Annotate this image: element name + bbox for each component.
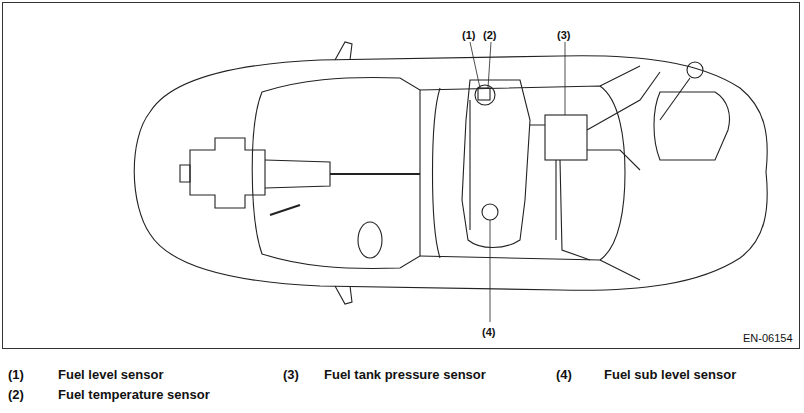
- frame: [3, 3, 800, 349]
- legend-number: (1): [8, 367, 24, 382]
- part-name: Fuel temperature sensor: [58, 387, 210, 402]
- car-body: [134, 56, 767, 291]
- seat-line: [433, 88, 441, 258]
- legend-number: (2): [8, 387, 24, 402]
- part-name: Fuel tank pressure sensor: [324, 367, 486, 382]
- transmission: [180, 160, 330, 188]
- pillar: [600, 66, 640, 280]
- callout-number: (3): [557, 28, 570, 43]
- legend-number: (4): [556, 367, 572, 382]
- canister: [545, 115, 587, 160]
- filler-pipe: [660, 78, 690, 120]
- legend-number: (3): [283, 367, 299, 382]
- part-name: Fuel level sensor: [58, 367, 164, 382]
- temperature-sensor-unit: [478, 88, 490, 100]
- cabin-outline: [252, 78, 420, 269]
- mirror: [335, 42, 352, 60]
- leader-line: [470, 42, 565, 322]
- mirror: [335, 286, 352, 304]
- console: [358, 222, 382, 258]
- part-name: Fuel sub level sensor: [604, 367, 736, 382]
- fuel-tank: [462, 80, 530, 248]
- level-sensor-unit: [475, 85, 495, 105]
- callout-number: (2): [483, 28, 496, 43]
- propeller-shaft: [330, 173, 420, 175]
- trunk-opening: [654, 92, 729, 160]
- figure-code: EN-06154: [743, 331, 793, 346]
- callout-number: (1): [462, 28, 475, 43]
- engine: [190, 138, 265, 208]
- callout-number: (4): [482, 325, 495, 340]
- filler: [687, 62, 703, 78]
- sub-level-sensor-unit: [482, 204, 498, 220]
- rear-floor: [420, 86, 625, 260]
- shift-lever: [270, 205, 300, 215]
